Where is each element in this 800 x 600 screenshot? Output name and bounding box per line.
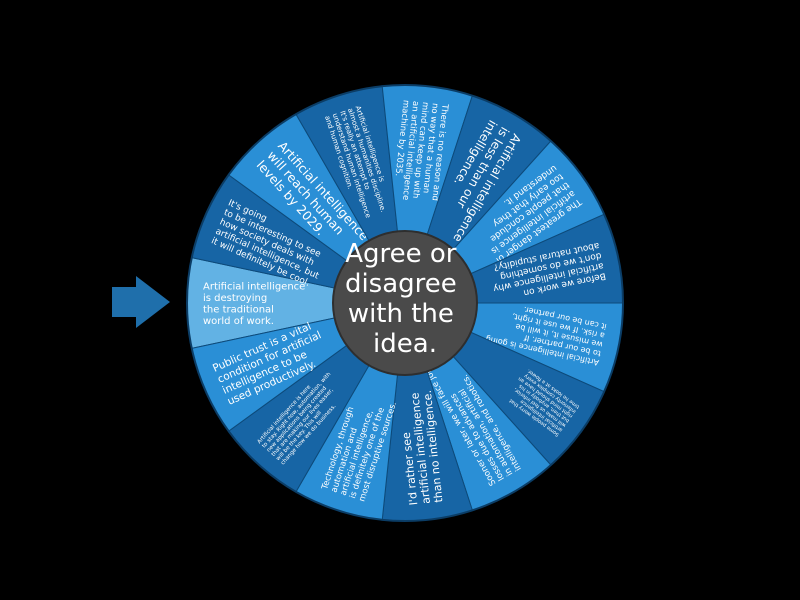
wheel-rim	[186, 84, 624, 522]
segment-label-line: the traditional	[203, 304, 274, 315]
segment-label: I'd rather seeartificial intelligencetha…	[396, 389, 446, 505]
pointer-arrow-icon	[112, 276, 170, 328]
center-text-line: idea.	[373, 329, 437, 359]
center-text-line: Agree or	[345, 239, 457, 269]
center-text-line: disagree	[345, 269, 457, 299]
center-text-line: with the	[348, 299, 454, 329]
center-hub[interactable]: Agree or disagree with the idea.	[332, 230, 478, 376]
segment-label-line: is destroying	[203, 293, 267, 304]
segment-label-line: Artificial intelligence	[203, 281, 305, 292]
svg-text:Agree or disagree: Agree or disagree with the idea.	[345, 239, 465, 359]
segment-label-line: world of work.	[203, 316, 274, 327]
